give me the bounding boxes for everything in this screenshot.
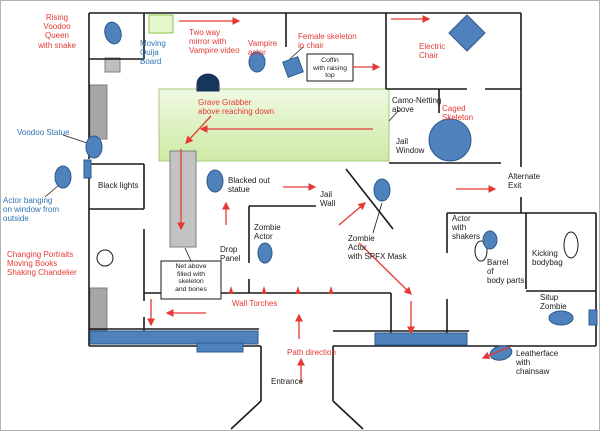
label-alternate-exit: Alternate Exit xyxy=(508,172,541,191)
pointer-lines xyxy=(44,46,400,262)
label-net-above: Net above filled with skeleton and bones xyxy=(175,263,207,293)
label-drop-panel: Drop Panel xyxy=(220,245,241,264)
label-grave-grabber: Grave Grabber above reaching down xyxy=(198,98,275,117)
chandelier-icon xyxy=(96,249,114,267)
voodoo-queen-icon xyxy=(104,21,122,45)
barrel-icon xyxy=(474,240,488,262)
label-leatherface: Leatherface with chainsaw xyxy=(516,349,559,377)
blue-barrier-right xyxy=(374,332,468,346)
blue-barrier-left xyxy=(89,330,259,345)
caged-skeleton-icon xyxy=(428,118,472,162)
walls xyxy=(88,12,597,430)
wall-torch-icons xyxy=(228,286,334,294)
label-vampire-actor: Vampire actor xyxy=(248,39,278,58)
blacked-out-statue-icon xyxy=(206,169,224,193)
label-jail-wall: Jail Wall xyxy=(320,190,336,209)
situp-zombie-prop xyxy=(588,309,598,326)
vampire-actor-icon xyxy=(248,51,266,73)
label-female-skeleton: Female skeleton in chair xyxy=(298,32,357,51)
gray-box-top-left xyxy=(104,57,121,73)
label-rising-voodoo-queen: Rising Voodoo Queen with snake xyxy=(38,13,76,50)
window-icon xyxy=(83,159,92,179)
female-skeleton-icon xyxy=(282,56,304,78)
label-actor-shakers: Actor with shakers xyxy=(452,214,481,242)
bodybag-icon xyxy=(563,231,579,259)
zombie-actor-icon xyxy=(257,242,273,264)
grave-grabber-icon xyxy=(196,73,220,92)
label-camo-netting: Camo-Netting above xyxy=(392,96,442,115)
blue-barrier-small xyxy=(196,342,244,353)
shaker-actor-icon xyxy=(482,230,498,250)
label-black-lights: Black lights xyxy=(98,181,139,190)
label-entrance: Entrance xyxy=(271,377,304,386)
label-moving-ouija-board: Moving Ouija Board xyxy=(140,39,166,67)
label-coffin: Coffin with raising top xyxy=(313,57,347,80)
label-caged-skeleton: Caged Skeleton xyxy=(442,104,474,123)
gray-panel-upper-left xyxy=(89,84,108,140)
gray-panel-center-net xyxy=(169,150,197,248)
ouija-board-icon xyxy=(148,14,174,34)
path-arrows xyxy=(147,15,510,383)
label-two-way-mirror: Two way mirror with Vampire video xyxy=(189,28,240,56)
gray-panel-lower-left xyxy=(89,287,108,331)
coffin-box xyxy=(306,53,354,82)
voodoo-statue-icon xyxy=(85,135,103,159)
window-actor-icon xyxy=(54,165,72,189)
label-jail-window: Jail Window xyxy=(396,137,425,156)
label-kicking-bodybag: Kicking bodybag xyxy=(532,249,563,268)
net-box xyxy=(160,260,222,300)
label-blacked-out-statue: Blacked out statue xyxy=(228,176,270,195)
spfx-zombie-icon xyxy=(373,178,391,202)
label-barrel: Barrel of body parts xyxy=(487,258,525,286)
label-situp-zombie: Situp Zombie xyxy=(540,293,567,312)
label-voodoo-statue: Voodoo Statue xyxy=(17,128,70,137)
label-wall-torches: Wall Torches xyxy=(232,299,278,308)
label-zombie-actor: Zombie Actor xyxy=(254,223,281,242)
situp-zombie-icon xyxy=(548,310,574,326)
label-actor-banging: Actor banging on window from outside xyxy=(3,196,60,224)
props xyxy=(54,14,598,361)
camo-netting-area xyxy=(158,88,390,162)
label-changing-portraits: Changing Portraits Moving Books Shaking … xyxy=(7,250,77,278)
label-zombie-spfx: Zombie Actor with SPFX Mask xyxy=(348,234,407,262)
label-electric-chair: Electric Chair xyxy=(419,42,446,61)
label-path-direction: Path direction xyxy=(287,348,336,357)
electric-chair-icon xyxy=(448,14,486,52)
